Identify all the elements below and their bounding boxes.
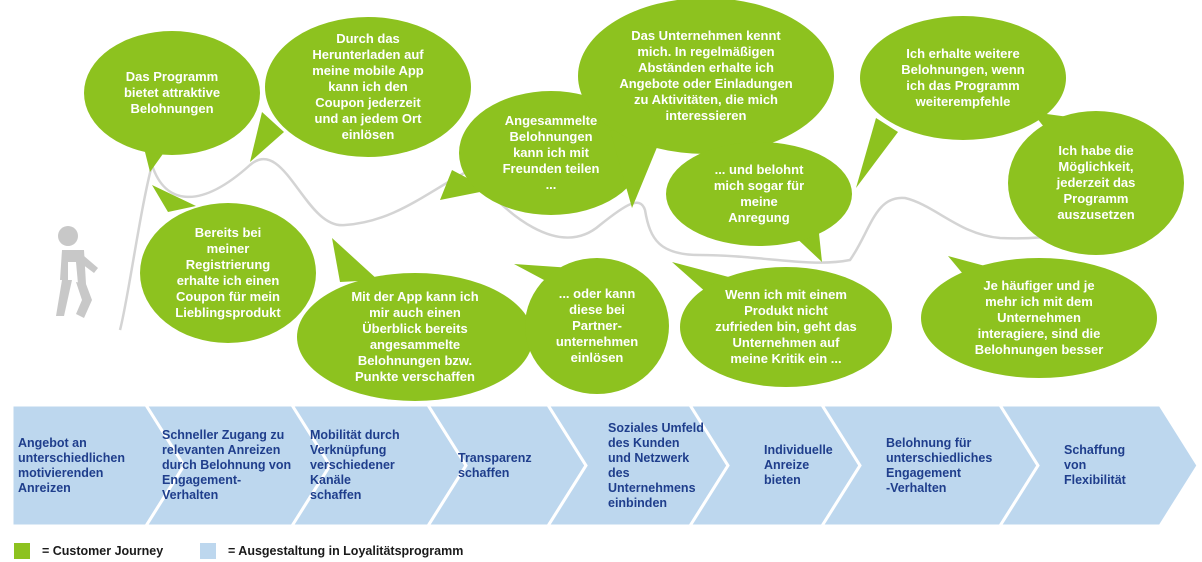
speech-bubble-text: Mit der App kann ich mir auch einen Über… — [351, 289, 479, 384]
speech-bubble-text: Ich erhalte weitere Belohnungen, wenn ic… — [901, 46, 1025, 109]
legend-customer-journey: = Customer Journey — [14, 542, 163, 560]
speech-bubble — [921, 258, 1157, 378]
speech-bubble-text: Angesammelte Belohnungen kann ich mit Fr… — [502, 113, 600, 192]
speech-bubble — [578, 0, 834, 154]
speech-bubble-tail — [250, 112, 284, 162]
chevron-label: Individuelle Anreize bieten — [764, 443, 833, 487]
speech-bubble-tail — [332, 238, 378, 282]
chevron-label: Transparenz schaffen — [458, 450, 532, 480]
chevron-label: Angebot an unterschiedlichen motivierend… — [18, 435, 125, 495]
speech-bubble — [265, 17, 471, 157]
legend-swatch-blue — [200, 543, 216, 559]
legend-label-loyalty-program: = Ausgestaltung in Loyalitätsprogramm — [228, 544, 464, 558]
speech-bubble-text: ... oder kann diese bei Partner- unterne… — [555, 286, 639, 365]
speech-bubble — [1008, 111, 1184, 255]
chevron-label: Belohnung für unterschiedliches Engageme… — [886, 435, 993, 495]
walking-person-icon — [58, 226, 78, 246]
speech-bubble — [860, 16, 1066, 140]
speech-bubble-text: Das Unternehmen kennt mich. In regelmäßi… — [619, 28, 793, 123]
chevron-label: Schaffung von Flexibilität — [1064, 443, 1126, 487]
person-body — [60, 250, 86, 284]
speech-bubble-tail — [440, 170, 490, 200]
legend-label-customer-journey: = Customer Journey — [42, 544, 164, 558]
speech-bubble-text: Das Programm bietet attraktive Belohnung… — [123, 69, 221, 116]
chevron-step — [997, 403, 1200, 528]
person-leg-right — [76, 282, 92, 318]
journey-path-start — [118, 164, 154, 331]
speech-bubble-text: Je häufiger und je mehr ich mit dem Unte… — [974, 278, 1104, 357]
legend-swatch-green — [14, 543, 30, 559]
speech-bubble-tail — [610, 130, 660, 208]
speech-bubble-tail — [152, 185, 196, 212]
speech-bubble-text: Durch das Herunterladen auf meine mobile… — [312, 31, 424, 142]
speech-bubble-text: Wenn ich mit einem Produkt nicht zufried… — [715, 287, 857, 366]
speech-bubble-text: ... und belohnt mich sogar für meine Anr… — [713, 162, 805, 225]
legend-loyalty-program: = Ausgestaltung in Loyalitätsprogramm — [200, 542, 463, 560]
chevron-label: Schneller Zugang zu relevanten Anreizen … — [162, 428, 292, 502]
speech-bubble — [297, 273, 533, 401]
journey-path — [150, 157, 1106, 264]
speech-bubble-tail — [514, 264, 572, 280]
speech-bubble — [459, 91, 643, 215]
person-arm — [82, 256, 98, 273]
speech-bubble — [666, 142, 852, 246]
speech-bubble — [84, 31, 260, 155]
chevron-label: Mobilität durch Verknüpfung verschiedene… — [310, 428, 400, 502]
speech-bubble — [140, 203, 316, 343]
speech-bubble — [680, 267, 892, 387]
speech-bubble-tail — [856, 118, 898, 188]
speech-bubble — [525, 258, 669, 394]
speech-bubble-text: Bereits bei meiner Registrierung erhalte… — [175, 225, 281, 320]
speech-bubble-text: Ich habe die Möglichkeit, jederzeit das … — [1056, 143, 1136, 222]
person-leg-left — [56, 280, 72, 316]
chevron-label: Soziales Umfeld des Kunden und Netzwerk … — [608, 420, 704, 510]
